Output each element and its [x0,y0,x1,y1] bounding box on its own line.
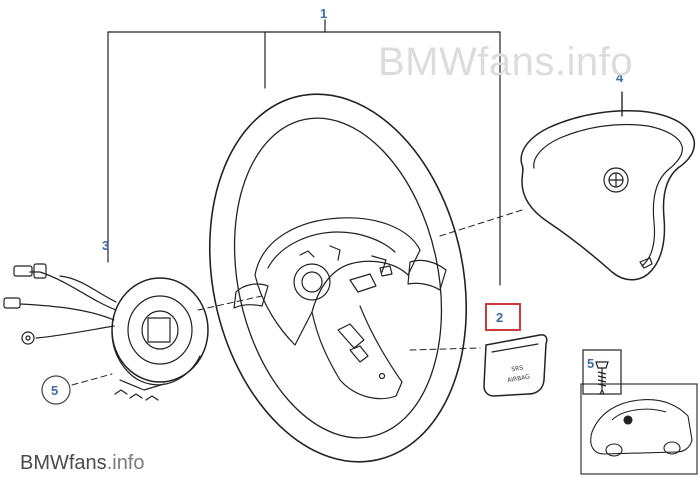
callout-2: 2 [496,310,503,325]
steering-wheel [208,93,468,463]
callout-5-circle [41,375,71,405]
watermark-small-brand: BMWfans [20,452,107,474]
callout-1-bracket [107,19,501,286]
callout-1: 1 [320,6,327,21]
highlight-box [485,303,521,331]
watermark-small-suffix: .info [106,452,145,474]
callout-5-right: 5 [587,356,594,371]
cover-text-airbag: AIRBAG [507,373,531,384]
airbag-module [520,91,696,281]
callout-3: 3 [102,238,109,253]
car-inset [580,383,698,475]
cover-text-srs: SRS [511,364,524,373]
watermark-large: BMWfans.info [378,40,633,84]
callout-4: 4 [616,70,624,85]
watermark-small: BMWfans.info [20,452,145,475]
callout-5-left: 5 [51,383,58,398]
slip-ring [3,231,209,401]
srs-cover [483,334,548,397]
screw-inset [582,349,622,395]
